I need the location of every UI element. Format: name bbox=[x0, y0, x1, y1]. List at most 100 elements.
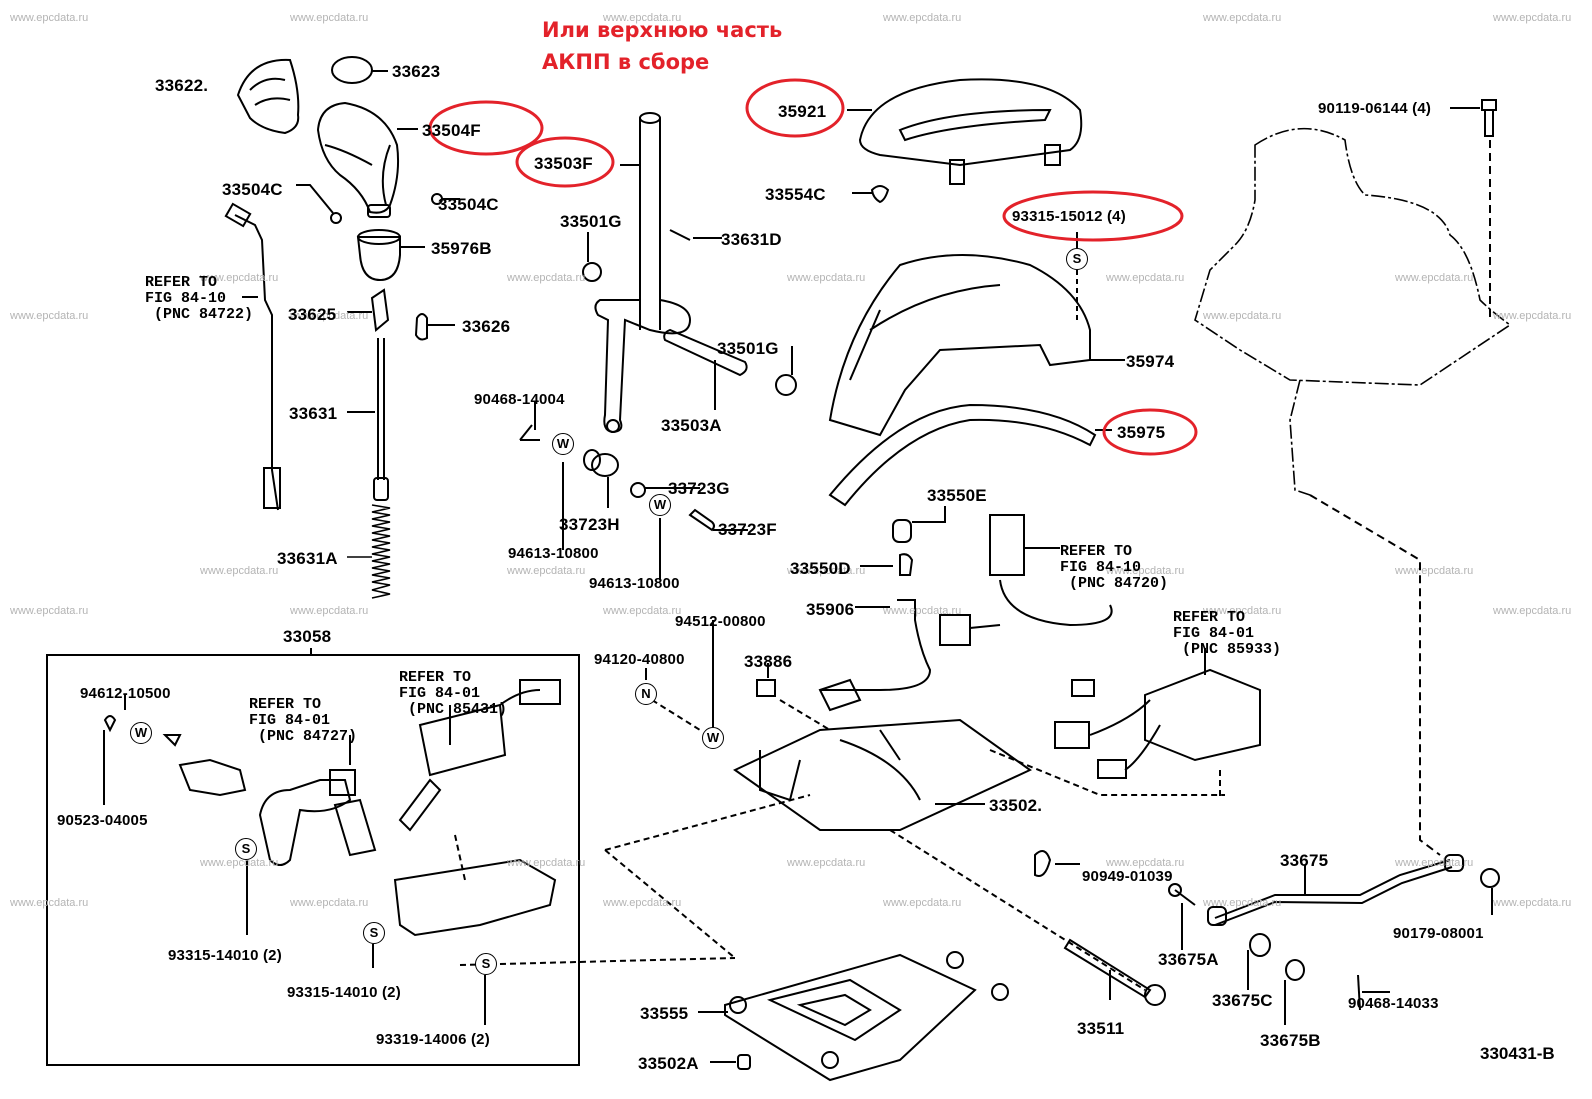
part-label-90468-14004[interactable]: 90468-14004 bbox=[474, 391, 565, 408]
reference-note-84727[interactable]: REFER TO FIG 84-01 (PNC 84727) bbox=[249, 696, 358, 745]
part-label-33555[interactable]: 33555 bbox=[640, 1004, 689, 1023]
part-label-33723H[interactable]: 33723H bbox=[559, 515, 620, 534]
part-label-33511[interactable]: 33511 bbox=[1077, 1019, 1125, 1038]
part-label-94120-40800[interactable]: 94120-40800 bbox=[594, 651, 685, 668]
part-label-33675[interactable]: 33675 bbox=[1280, 851, 1329, 870]
shift-knob-33504F-drawing bbox=[316, 101, 418, 218]
part-label-93315-15012[interactable]: 93315-15012 (4) bbox=[1012, 208, 1126, 225]
reference-note-84720[interactable]: REFER TO FIG 84-10 (PNC 84720) bbox=[1060, 543, 1169, 592]
part-label-93319-14006[interactable]: 93319-14006 (2) bbox=[376, 1031, 490, 1048]
part-label-33504C-left[interactable]: 33504C bbox=[222, 180, 283, 199]
watermark: www.epcdata.ru bbox=[1203, 605, 1282, 617]
part-label-94612-10500[interactable]: 94612-10500 bbox=[80, 685, 171, 702]
part-label-33623[interactable]: 33623 bbox=[392, 62, 441, 81]
part-label-35975[interactable]: 35975 bbox=[1117, 423, 1166, 442]
clip-33626-drawing bbox=[414, 313, 455, 341]
part-label-33625[interactable]: 33625 bbox=[288, 305, 337, 324]
watermark: www.epcdata.ru bbox=[200, 565, 279, 577]
part-label-33631[interactable]: 33631 bbox=[289, 404, 338, 423]
bushings-33723-drawing bbox=[519, 402, 748, 580]
part-label-94512-00800[interactable]: 94512-00800 bbox=[675, 613, 766, 630]
part-label-33626[interactable]: 33626 bbox=[462, 317, 511, 336]
part-label-33631D[interactable]: 33631D bbox=[721, 230, 782, 249]
part-label-33622[interactable]: 33622. bbox=[155, 76, 209, 95]
watermark: www.epcdata.ru bbox=[787, 272, 866, 284]
indicator-cover-35921-drawing bbox=[847, 78, 1083, 185]
part-label-90119-06144[interactable]: 90119-06144 (4) bbox=[1318, 100, 1432, 117]
part-label-94613-10800-a[interactable]: 94613-10800 bbox=[508, 545, 599, 562]
leaders-dashed-33502 bbox=[459, 699, 1225, 991]
part-label-93315-14010-a[interactable]: 93315-14010 (2) bbox=[168, 947, 282, 964]
part-label-90523-04005[interactable]: 90523-04005 bbox=[57, 812, 148, 829]
watermark: www.epcdata.ru bbox=[1106, 272, 1185, 284]
screw-symbol-icon: S bbox=[475, 953, 497, 975]
part-label-33675B[interactable]: 33675B bbox=[1260, 1031, 1321, 1050]
watermark: www.epcdata.ru bbox=[507, 272, 586, 284]
part-label-33504F[interactable]: 33504F bbox=[422, 121, 481, 140]
washer-symbol-icon: W bbox=[649, 494, 671, 516]
reference-note-85431[interactable]: REFER TO FIG 84-01 (PNC 85431) bbox=[399, 669, 508, 718]
part-label-33550D[interactable]: 33550D bbox=[790, 559, 851, 578]
part-label-33502A[interactable]: 33502A bbox=[638, 1054, 699, 1073]
part-label-33503A[interactable]: 33503A bbox=[661, 416, 722, 435]
screw-33504C-drawing bbox=[296, 184, 460, 224]
part-label-35921[interactable]: 35921 bbox=[778, 102, 827, 121]
part-label-33554C[interactable]: 33554C bbox=[765, 185, 826, 204]
bushing-35976B-drawing bbox=[356, 229, 425, 282]
watermark: www.epcdata.ru bbox=[1493, 12, 1572, 24]
part-label-33675A[interactable]: 33675A bbox=[1158, 950, 1219, 969]
part-label-94613-10800-b[interactable]: 94613-10800 bbox=[589, 575, 680, 592]
part-label-33723F[interactable]: 33723F bbox=[718, 520, 777, 539]
part-label-33886[interactable]: 33886 bbox=[744, 652, 793, 671]
grommet-33502A-drawing bbox=[710, 1054, 751, 1070]
reference-note-84722[interactable]: REFER TO FIG 84-10 (PNC 84722) bbox=[145, 274, 254, 323]
part-label-33501G-top[interactable]: 33501G bbox=[560, 212, 622, 231]
highlight-33504F bbox=[428, 100, 544, 156]
watermark: www.epcdata.ru bbox=[787, 857, 866, 869]
watermark: www.epcdata.ru bbox=[883, 12, 962, 24]
part-label-33503F[interactable]: 33503F bbox=[534, 154, 593, 173]
part-label-35976B[interactable]: 35976B bbox=[431, 239, 492, 258]
annotation-line-2: АКПП в сборе bbox=[542, 50, 710, 74]
screw-symbol-icon: S bbox=[1066, 248, 1088, 270]
watermark: www.epcdata.ru bbox=[883, 605, 962, 617]
part-label-33501G-mid[interactable]: 33501G bbox=[717, 339, 779, 358]
shift-base-33502-drawing bbox=[733, 678, 1032, 831]
harness-84722-drawing bbox=[224, 202, 281, 511]
watermark: www.epcdata.ru bbox=[603, 605, 682, 617]
watermark: www.epcdata.ru bbox=[10, 605, 89, 617]
watermark: www.epcdata.ru bbox=[1395, 565, 1474, 577]
watermark: www.epcdata.ru bbox=[10, 310, 89, 322]
reference-note-85933[interactable]: REFER TO FIG 84-01 (PNC 85933) bbox=[1173, 609, 1282, 658]
leader-dashed-33675 bbox=[1309, 494, 1441, 856]
part-label-33504C-right[interactable]: 33504C bbox=[438, 195, 499, 214]
part-label-90179-08001[interactable]: 90179-08001 bbox=[1393, 925, 1484, 942]
shift-lever-33503F-drawing bbox=[594, 112, 692, 434]
bolt-33511-drawing bbox=[1063, 938, 1166, 1006]
part-label-33058[interactable]: 33058 bbox=[283, 627, 332, 646]
clip-33554C-drawing bbox=[852, 185, 890, 204]
part-label-33550E[interactable]: 33550E bbox=[927, 486, 987, 505]
washer-symbol-icon: W bbox=[702, 727, 724, 749]
watermark: www.epcdata.ru bbox=[603, 897, 682, 909]
bushing-33501G-drawing bbox=[582, 232, 797, 396]
part-label-33723G[interactable]: 33723G bbox=[668, 479, 730, 498]
part-label-90949-01039[interactable]: 90949-01039 bbox=[1082, 868, 1173, 885]
part-label-33631A[interactable]: 33631A bbox=[277, 549, 338, 568]
watermark: www.epcdata.ru bbox=[1493, 605, 1572, 617]
watermark: www.epcdata.ru bbox=[200, 272, 279, 284]
clip-90949-drawing bbox=[1034, 850, 1080, 877]
part-label-90468-14033[interactable]: 90468-14033 bbox=[1348, 995, 1439, 1012]
part-label-93315-14010-b[interactable]: 93315-14010 (2) bbox=[287, 984, 401, 1001]
part-label-35974[interactable]: 35974 bbox=[1126, 352, 1175, 371]
part-label-33675C[interactable]: 33675C bbox=[1212, 991, 1273, 1010]
highlight-93315-15012 bbox=[1002, 190, 1184, 242]
bolt-90119-drawing bbox=[1450, 99, 1497, 320]
cover-33555-drawing bbox=[698, 951, 1009, 1082]
part-label-35906[interactable]: 35906 bbox=[806, 600, 855, 619]
watermark: www.epcdata.ru bbox=[290, 605, 369, 617]
button-33623-drawing bbox=[331, 56, 388, 84]
part-label-33502[interactable]: 33502. bbox=[989, 796, 1043, 815]
watermark: www.epcdata.ru bbox=[290, 897, 369, 909]
